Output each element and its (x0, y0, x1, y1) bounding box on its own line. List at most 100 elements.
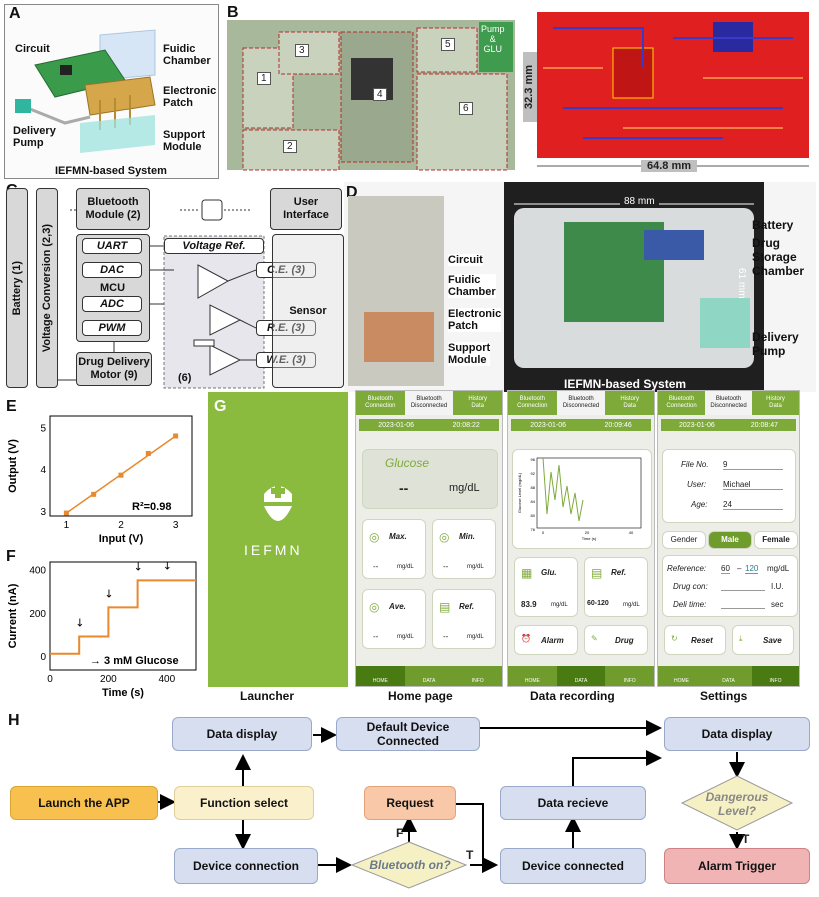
caption-settings: Settings (700, 689, 748, 703)
home-screen: Bluetooth Connection Bluetooth Disconnec… (355, 390, 503, 687)
flow-bluetooth-label: Bluetooth on? (369, 858, 451, 872)
user-label: User: (687, 480, 707, 489)
dac-block: DAC (82, 262, 142, 278)
label-patch-d: Electronic Patch (448, 308, 502, 332)
home-nav: HOME DATA INFO (356, 666, 502, 686)
injection-arrow-icon: ↓ (163, 559, 172, 572)
treatment-card: Reference: 60 – 120 mg/dL Drug con: I.U.… (662, 555, 798, 617)
age-input[interactable]: 24 (723, 500, 783, 510)
nav-info[interactable]: INFO (471, 678, 484, 684)
tab-bluetooth-disconnected[interactable]: Bluetooth Disconnected (410, 396, 448, 409)
reference-icon: ▤ (439, 600, 451, 614)
tab-bluetooth-connection-2[interactable]: Bluetooth Connection (508, 391, 557, 415)
drug-label: Drug (615, 636, 634, 645)
battery-block: Battery (1) (6, 188, 28, 388)
caption-launcher: Launcher (240, 689, 295, 703)
min-value: -- (443, 562, 449, 571)
tab-bluetooth-disconnected-3[interactable]: Bluetooth Disconnected (710, 396, 747, 409)
main-chip (351, 58, 393, 100)
tab-bluetooth-connection-3[interactable]: Bluetooth Connection (658, 391, 705, 415)
data-nav: HOME DATA INFO (508, 666, 654, 686)
nav-home[interactable]: HOME (356, 666, 405, 686)
re-block: R.E. (3) (256, 320, 316, 336)
nav-home-3[interactable]: HOME (674, 678, 689, 684)
ref-dash: – (737, 564, 742, 573)
female-button[interactable]: Female (754, 531, 798, 549)
tab-bluetooth-disconnected-2[interactable]: Bluetooth Disconnected (562, 396, 600, 409)
glucose-value: -- (399, 480, 409, 496)
save-button[interactable]: ⤓Save (732, 625, 794, 655)
y-tick-e: 4 (40, 465, 46, 476)
flow-false-label: F (396, 826, 404, 840)
ref-card[interactable]: ▤Ref.--mg/dL (432, 589, 496, 649)
sensor-label: Sensor (289, 304, 327, 317)
gender-label: Gender (662, 531, 706, 549)
pill-icon: ✎ (591, 634, 598, 643)
drug-con-input[interactable] (721, 590, 765, 591)
x-tick-e: 2 (118, 520, 124, 531)
tab-bluetooth-connection[interactable]: Bluetooth Connection (356, 391, 405, 415)
file-input[interactable]: 9 (723, 460, 783, 470)
x-tick-f: 200 (100, 674, 117, 685)
label-pump-d: Delivery Pump (752, 330, 799, 358)
glucose-icon: ▦ (521, 566, 533, 580)
alarm-button[interactable]: ⏰Alarm (514, 625, 578, 655)
y-tick-f: 200 (29, 609, 46, 620)
max-card[interactable]: ◎Max.--mg/dL (362, 519, 426, 579)
save-label: Save (763, 636, 782, 645)
tab-history-data-2[interactable]: History Data (605, 391, 654, 415)
nav-data-3[interactable]: DATA (722, 678, 735, 684)
nurse-logo-icon (264, 484, 292, 521)
flow-data-display-2: Data display (664, 717, 810, 751)
male-button[interactable]: Male (708, 531, 752, 549)
ref-low-input[interactable]: 60 (721, 564, 730, 574)
flow-data-recieve: Data recieve (500, 786, 646, 820)
y-tick-e: 5 (40, 424, 46, 435)
nav-info-3[interactable]: INFO (752, 666, 799, 686)
ref-unit: mg/dL (767, 564, 790, 573)
ref-high-input[interactable]: 120 (745, 564, 759, 574)
ref-label: Ref. (459, 602, 475, 611)
drug-button[interactable]: ✎ Drug (584, 625, 648, 655)
block-diagram-lines (56, 199, 265, 389)
caption-d: IEFMN-based System (564, 377, 687, 391)
age-label: Age: (691, 500, 708, 509)
adc-block: ADC (82, 296, 142, 312)
x-label-e: Input (V) (99, 533, 144, 545)
flow-true-label-1: T (466, 848, 474, 862)
min-card[interactable]: ◎Min.--mg/dL (432, 519, 496, 579)
ref-list-icon: ▤ (591, 566, 603, 580)
label-six: (6) (178, 372, 192, 384)
x-label-f: Time (s) (102, 687, 144, 699)
label-circuit: Circuit (15, 43, 50, 55)
zone-label-6: 6 (459, 102, 473, 115)
zone-label-3: 3 (295, 44, 309, 57)
home-time: 20:08:22 (452, 421, 480, 429)
pwm-block: PWM (82, 320, 142, 336)
caption-data: Data recording (530, 689, 615, 703)
support-module-shape (80, 115, 155, 153)
home-tabs: Bluetooth Connection Bluetooth Disconnec… (356, 391, 502, 415)
patch-shape (84, 76, 156, 116)
nav-home-2[interactable]: HOME (524, 678, 540, 684)
data-date: 2023-01-06 (530, 421, 567, 429)
home-date: 2023-01-06 (378, 421, 415, 429)
y-tick-f: 400 (29, 566, 46, 577)
caption-home: Home page (388, 689, 453, 703)
user-input[interactable]: Michael (723, 480, 783, 490)
width-dimension: 64.8 mm (641, 160, 698, 172)
ave-card[interactable]: ◎Ave.--mg/dL (362, 589, 426, 649)
reset-button[interactable]: ↻Reset (664, 625, 726, 655)
nav-info-2[interactable]: INFO (623, 678, 636, 684)
deli-time-input[interactable] (721, 608, 765, 609)
mini-x-tick: 40 (629, 530, 634, 535)
nav-data[interactable]: DATA (422, 678, 436, 684)
tab-history-data-3[interactable]: History Data (752, 391, 799, 415)
nav-data-2[interactable]: DATA (556, 666, 606, 686)
tab-history-data[interactable]: History Data (453, 391, 502, 415)
data-point-e (145, 451, 151, 456)
